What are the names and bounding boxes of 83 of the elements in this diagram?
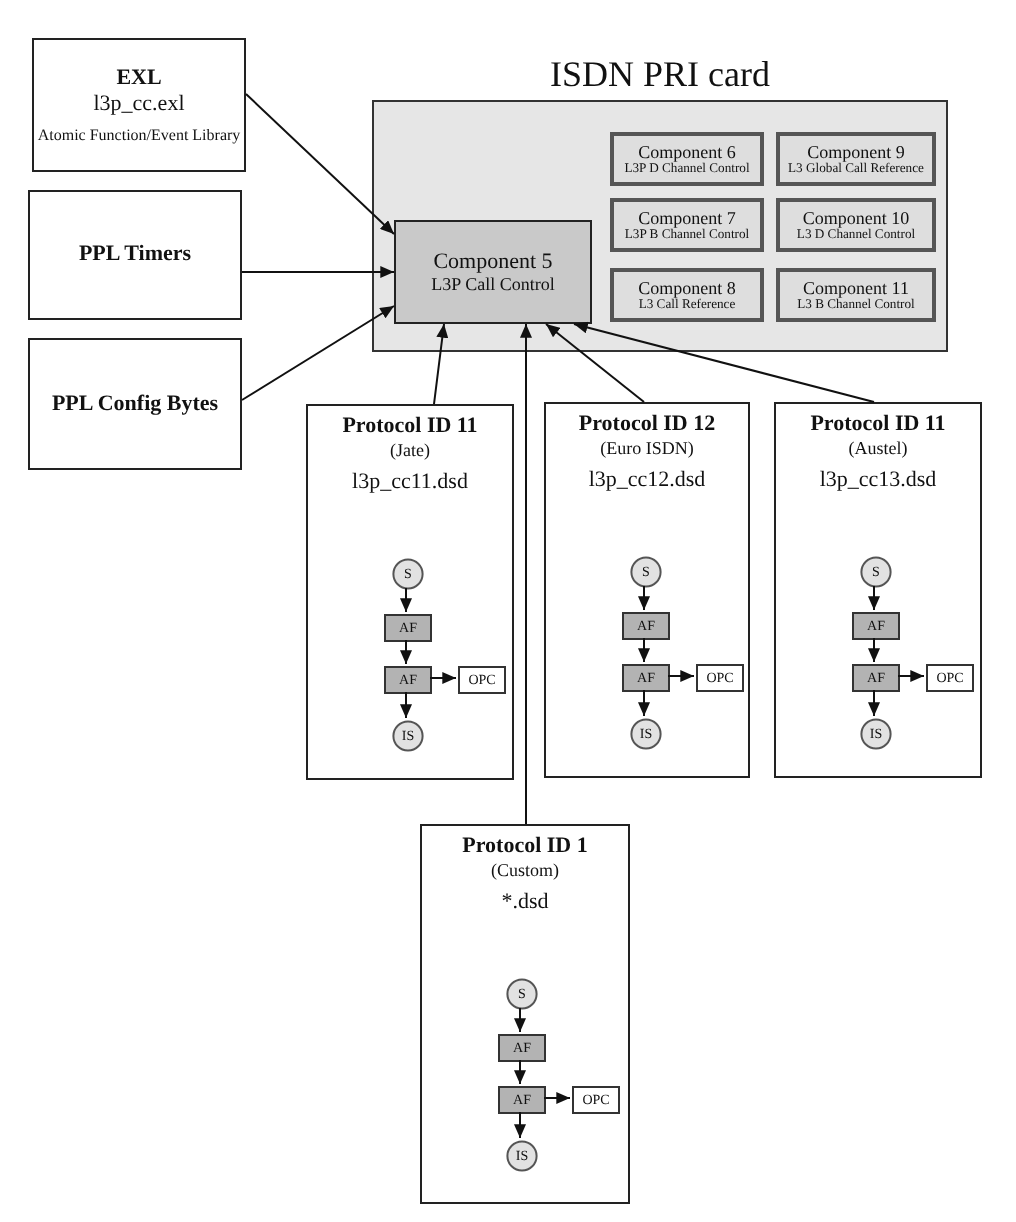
- arrow: [400, 587, 412, 613]
- output-box: [926, 664, 974, 692]
- arrow: [514, 1111, 526, 1139]
- arrow: [638, 585, 650, 611]
- protocol-variant: (Custom): [488, 859, 561, 880]
- source-box: [28, 190, 242, 320]
- arrow: [429, 672, 457, 684]
- component-name: Component 10: [802, 207, 910, 228]
- arrow: [520, 323, 532, 825]
- protocol-title: Protocol ID 1: [460, 834, 590, 860]
- component-box: [394, 220, 592, 324]
- box-title: EXL: [116, 66, 162, 92]
- arrow: [241, 266, 395, 278]
- arrow: [573, 321, 875, 403]
- function-box: [622, 612, 670, 640]
- arrow: [868, 689, 880, 717]
- protocol-title: Protocol ID 11: [340, 414, 480, 440]
- protocol-variant: (Jate): [388, 439, 432, 460]
- arrow: [400, 639, 412, 665]
- file-name: *.dsd: [499, 889, 551, 916]
- box-title: PPL Config Bytes: [51, 391, 219, 417]
- function-box: [498, 1034, 546, 1062]
- component-box: [610, 268, 764, 322]
- component-box: [610, 198, 764, 252]
- component-name: Component 9: [807, 141, 905, 162]
- protocol-title: Protocol ID 11: [808, 412, 948, 438]
- state-circle: [630, 718, 662, 750]
- function-box: [384, 666, 432, 694]
- function-box: [852, 664, 900, 692]
- state-circle: [630, 556, 662, 588]
- component-role: L3P Call Control: [431, 274, 555, 295]
- source-box: [28, 338, 242, 470]
- component-box: [776, 198, 936, 252]
- state-circle: [860, 556, 892, 588]
- card-title: ISDN PRI card: [548, 52, 772, 96]
- box-description: Atomic Function/Event Library: [37, 125, 241, 144]
- protocol-panel: [420, 824, 630, 1204]
- file-name: l3p_cc.exl: [93, 91, 185, 118]
- arrow: [868, 637, 880, 663]
- arrow: [868, 585, 880, 611]
- component-name: Component 8: [638, 277, 736, 298]
- source-box: [32, 38, 246, 172]
- component-name: Component 5: [433, 249, 553, 275]
- protocol-panel: [544, 402, 750, 778]
- file-name: l3p_cc13.dsd: [817, 467, 939, 494]
- protocol-panel: [774, 402, 982, 778]
- arrow: [433, 323, 449, 405]
- output-box: [572, 1086, 620, 1114]
- box-title: PPL Timers: [78, 242, 192, 268]
- component-box: [776, 132, 936, 186]
- component-name: Component 7: [638, 207, 736, 228]
- arrow: [400, 691, 412, 719]
- arrow: [897, 670, 925, 682]
- component-name: Component 6: [638, 141, 736, 162]
- protocol-variant: (Austel): [846, 437, 910, 458]
- function-box: [384, 614, 432, 642]
- function-box: [498, 1086, 546, 1114]
- state-circle: [506, 978, 538, 1010]
- arrow: [638, 637, 650, 663]
- state-circle: [860, 718, 892, 750]
- protocol-panel: [306, 404, 514, 780]
- arrow: [514, 1059, 526, 1085]
- arrow: [241, 305, 395, 401]
- state-circle: [506, 1140, 538, 1172]
- arrow: [543, 1092, 571, 1104]
- state-circle: [392, 720, 424, 752]
- output-box: [696, 664, 744, 692]
- component-box: [610, 132, 764, 186]
- component-name: Component 11: [803, 277, 909, 298]
- arrow: [245, 93, 395, 235]
- function-box: [622, 664, 670, 692]
- arrow: [545, 323, 645, 403]
- arrow: [514, 1007, 526, 1033]
- file-name: l3p_cc12.dsd: [586, 467, 708, 494]
- arrow: [638, 689, 650, 717]
- protocol-title: Protocol ID 12: [576, 412, 718, 438]
- arrow: [667, 670, 695, 682]
- output-box: [458, 666, 506, 694]
- component-box: [776, 268, 936, 322]
- state-circle: [392, 558, 424, 590]
- function-box: [852, 612, 900, 640]
- file-name: l3p_cc11.dsd: [350, 469, 470, 496]
- protocol-variant: (Euro ISDN): [598, 437, 696, 458]
